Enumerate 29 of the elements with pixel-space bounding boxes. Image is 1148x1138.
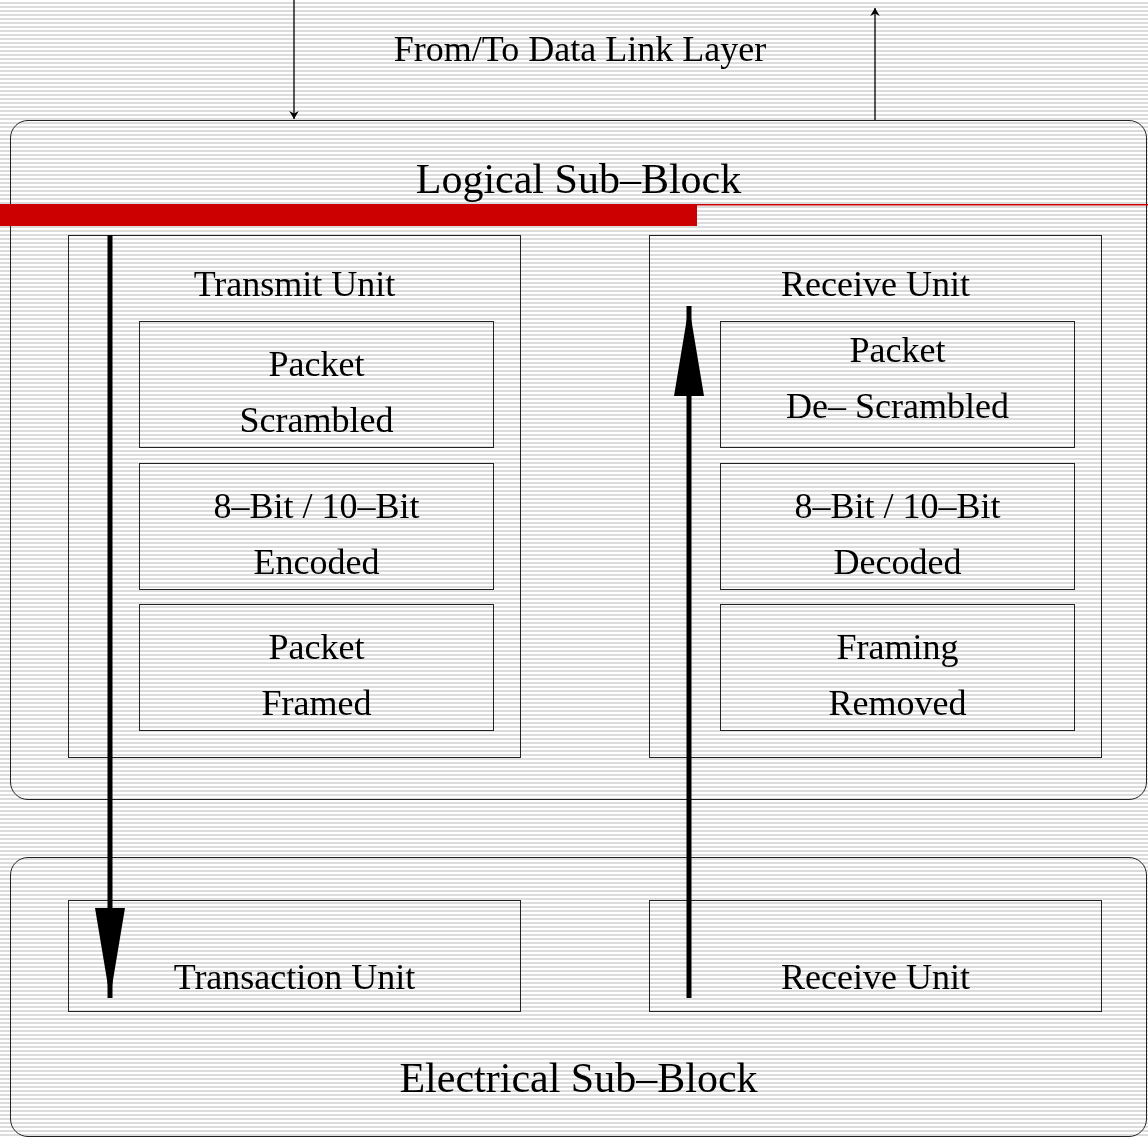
step-box — [139, 321, 494, 448]
unit-title: Receive Unit — [781, 957, 970, 997]
rounded-panel — [10, 120, 1147, 800]
step-box — [720, 604, 1075, 731]
step-text: 8–Bit / 10–Bit Encoded — [213, 486, 420, 582]
arrow — [674, 306, 704, 998]
step-text: Packet De– Scrambled — [786, 330, 1009, 426]
step-box — [139, 463, 494, 590]
step-text: 8–Bit / 10–Bit Decoded — [794, 486, 1001, 582]
unit-title: Receive Unit — [781, 264, 970, 304]
step-text: Packet Framed — [261, 627, 372, 723]
arrow — [95, 235, 125, 998]
panel-title: Electrical Sub–Block — [399, 1055, 758, 1101]
rounded-panel — [10, 857, 1147, 1137]
unit-box — [68, 900, 521, 1012]
arrow — [870, 7, 880, 121]
step-text: Packet Scrambled — [239, 344, 394, 440]
step-box — [139, 604, 494, 731]
step-box — [720, 321, 1075, 448]
unit-box — [649, 235, 1102, 758]
arrow — [289, 0, 299, 120]
panel-title: Logical Sub–Block — [415, 156, 742, 202]
unit-title: Transaction Unit — [173, 957, 416, 997]
step-box — [720, 463, 1075, 590]
unit-box — [649, 900, 1102, 1012]
unit-box — [68, 235, 521, 758]
flow-label: From/To Data Link Layer — [393, 28, 767, 70]
step-text: Framing Removed — [828, 627, 967, 723]
unit-title: Transmit Unit — [193, 264, 396, 304]
